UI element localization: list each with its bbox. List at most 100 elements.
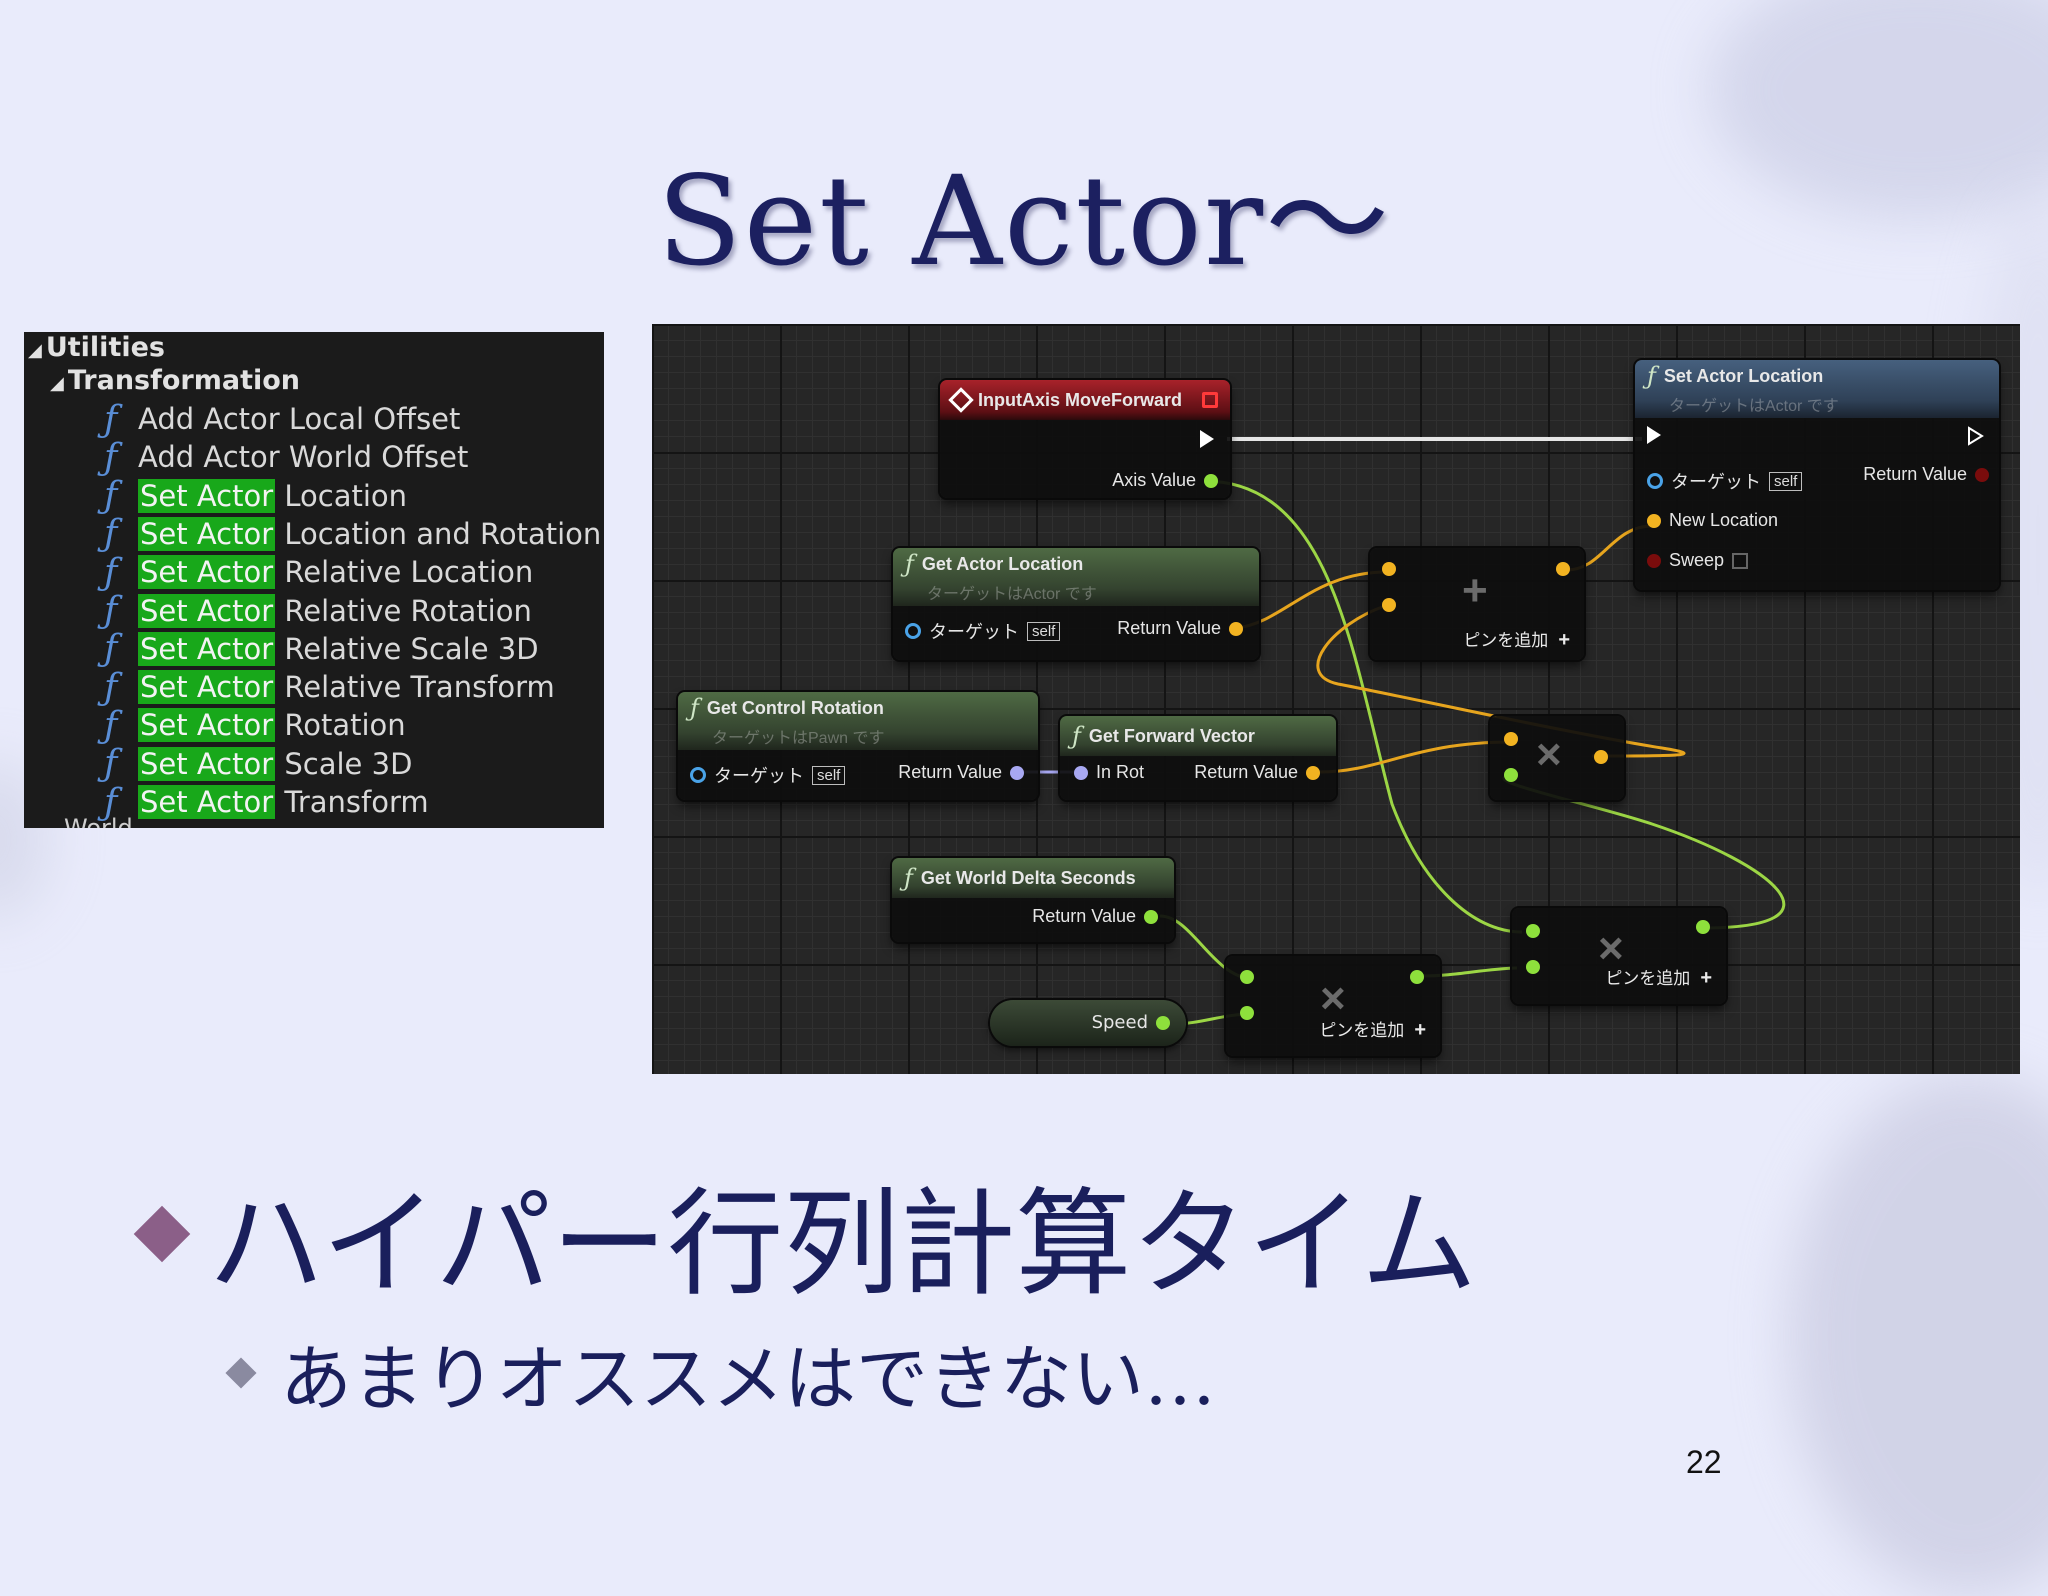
function-icon: ƒ xyxy=(1647,362,1656,390)
pin-a[interactable] xyxy=(1504,732,1518,746)
bool-pin-icon xyxy=(1975,467,1989,482)
pin-b[interactable] xyxy=(1382,598,1396,612)
add-pin-button[interactable]: ピンを追加+ xyxy=(1319,1019,1426,1041)
function-icon: ƒ xyxy=(104,704,118,746)
function-icon: ƒ xyxy=(104,551,118,593)
vector-pin-icon xyxy=(1382,598,1396,612)
sweep-checkbox[interactable] xyxy=(1732,552,1749,569)
multiply-operator-icon: × xyxy=(1536,730,1562,779)
page-number: 22 xyxy=(1686,1444,1722,1480)
pin-axis-value[interactable]: Axis Value xyxy=(1112,470,1218,491)
vector-pin-icon xyxy=(1229,621,1243,636)
pin-exec-in[interactable] xyxy=(1647,426,1661,444)
vector-pin-icon xyxy=(1306,765,1320,780)
pin-sweep[interactable]: Sweep xyxy=(1647,550,1749,571)
pin-in-rot[interactable]: In Rot xyxy=(1074,762,1144,783)
float-pin-icon xyxy=(1526,960,1540,974)
tree-item-label: Location xyxy=(275,478,408,513)
vector-pin-icon xyxy=(1382,562,1396,576)
pin-a[interactable] xyxy=(1382,562,1396,576)
pin-return-value[interactable]: Return Value xyxy=(1194,762,1320,783)
multiply-operator-icon: × xyxy=(1320,974,1346,1023)
float-pin-icon xyxy=(1240,1006,1254,1020)
function-icon: ƒ xyxy=(104,743,118,785)
pin-return-value[interactable]: Return Value xyxy=(898,762,1024,783)
node-input-axis-header: InputAxis MoveForward xyxy=(940,380,1230,420)
pin-b[interactable] xyxy=(1240,1006,1254,1020)
node-speed-variable[interactable]: Speed xyxy=(990,1000,1186,1046)
pin-exec-then[interactable] xyxy=(1967,426,1985,446)
pin-out[interactable] xyxy=(1556,562,1570,576)
add-pin-button[interactable]: ピンを追加+ xyxy=(1605,967,1712,989)
add-icon: + xyxy=(1700,967,1712,989)
function-icon: ƒ xyxy=(104,628,118,670)
pin-target[interactable]: ターゲット self xyxy=(905,618,1061,644)
object-pin-icon xyxy=(690,767,706,783)
pin-target[interactable]: ターゲット self xyxy=(690,762,846,788)
tree-group-utilities[interactable]: ◢Utilities xyxy=(28,332,165,363)
pin-return-value[interactable]: Return Value xyxy=(1863,464,1989,485)
pin-a[interactable] xyxy=(1526,924,1540,938)
node-input-axis[interactable]: InputAxis MoveForward Axis Value xyxy=(940,380,1230,498)
search-highlight: Set Actor xyxy=(138,478,276,513)
pin-new-location[interactable]: New Location xyxy=(1647,510,1778,531)
search-highlight: Set Actor xyxy=(138,516,276,551)
self-box: self xyxy=(1769,471,1803,491)
pin-target[interactable]: ターゲット self xyxy=(1647,468,1803,494)
tree-item-label: Relative Rotation xyxy=(275,593,532,628)
pin-out[interactable] xyxy=(1696,920,1710,934)
pin-exec-out[interactable] xyxy=(1200,430,1214,448)
float-pin-icon xyxy=(1156,1015,1170,1030)
bullet-main: ハイパー行列計算タイム xyxy=(130,1150,1477,1318)
search-highlight: Set Actor xyxy=(138,708,276,743)
node-add-vector[interactable]: + ピンを追加+ xyxy=(1370,548,1584,660)
function-icon: ƒ xyxy=(690,694,699,722)
pin-b[interactable] xyxy=(1504,768,1518,782)
exec-pin-icon xyxy=(1647,426,1661,444)
vector-pin-icon xyxy=(1647,513,1661,528)
bool-pin-icon xyxy=(1647,553,1661,568)
pin-out[interactable] xyxy=(1410,970,1424,984)
pin-a[interactable] xyxy=(1240,970,1254,984)
function-icon: ƒ xyxy=(104,781,118,823)
plus-operator-icon: + xyxy=(1462,566,1488,615)
add-pin-button[interactable]: ピンを追加+ xyxy=(1463,629,1570,651)
node-multiply-float-2[interactable]: × ピンを追加+ xyxy=(1512,908,1726,1004)
pin-return-value[interactable]: Return Value xyxy=(1032,906,1158,927)
pin-return-value[interactable]: Return Value xyxy=(1117,618,1243,639)
function-icon: ƒ xyxy=(104,513,118,555)
pin-b[interactable] xyxy=(1526,960,1540,974)
tree-item[interactable]: ƒ Set Actor Location and Rotation xyxy=(104,513,602,555)
multiply-operator-icon: × xyxy=(1598,924,1624,973)
add-icon: + xyxy=(1414,1019,1426,1041)
pin-out[interactable] xyxy=(1594,750,1608,764)
tree-group-transformation[interactable]: ◢Transformation xyxy=(50,365,301,396)
rotator-pin-icon xyxy=(1010,765,1024,780)
pin-speed[interactable]: Speed xyxy=(1092,1012,1170,1033)
node-multiply-vector[interactable]: × xyxy=(1490,716,1624,800)
tree-item-label: Location and Rotation xyxy=(275,516,602,551)
node-multiply-float[interactable]: × ピンを追加+ xyxy=(1226,956,1440,1056)
